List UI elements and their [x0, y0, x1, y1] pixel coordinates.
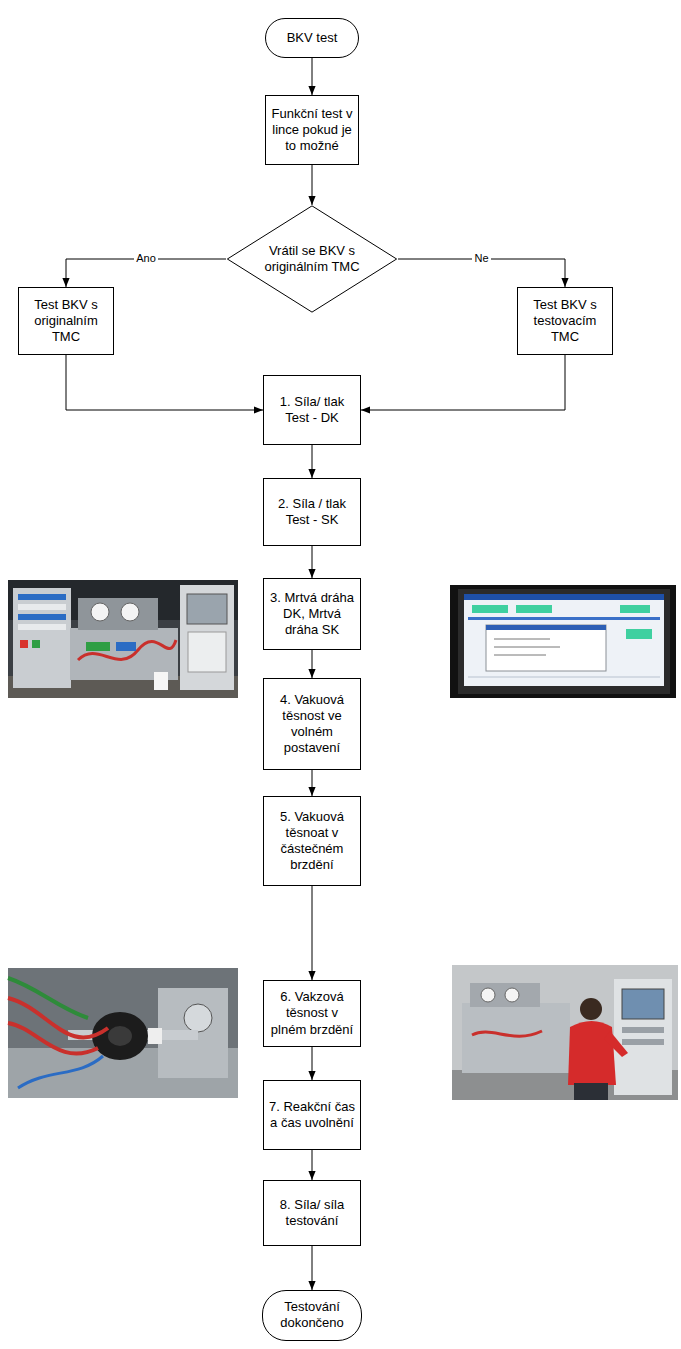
node-text: Funkční test v lince pokud je to možné	[271, 106, 353, 155]
process-box: 5. Vakuová těsnoat v částečném brzdění	[263, 796, 361, 886]
flow-arrow	[312, 770, 313, 796]
flow-arrow	[312, 1047, 313, 1080]
operator-photo	[452, 965, 678, 1100]
node-text: Vrátil se BKV s originálním TMC	[258, 243, 366, 276]
flow-arrow	[361, 355, 565, 410]
flow-arrow	[312, 546, 313, 578]
node-text: Test BKV s originalním TMC	[24, 297, 108, 346]
booster-fixture-photo	[8, 968, 238, 1098]
test-bench-photo	[8, 580, 238, 698]
process-box: Funkční test v lince pokud je to možné	[265, 95, 359, 165]
flow-arrow	[312, 445, 313, 478]
node-text: 2. Síla / tlak Test - SK	[269, 496, 355, 529]
node-text: 7. Reakční čas a čas uvolnění	[269, 1099, 355, 1132]
edge-label: Ano	[134, 252, 158, 265]
flow-arrow	[312, 1246, 313, 1290]
node-text: 3. Mrtvá dráha DK, Mrtvá dráha SK	[269, 590, 355, 639]
process-box: 8. Síla/ síla testování	[263, 1180, 361, 1246]
node-text: 4. Vakuová těsnost ve volném postavení	[269, 692, 355, 757]
process-box: 1. Síla/ tlak Test - DK	[263, 375, 361, 445]
flow-arrow	[312, 58, 313, 95]
edge-label: Ne	[472, 252, 490, 265]
node-text: Testování dokončeno	[269, 1299, 355, 1332]
flow-arrow	[312, 650, 313, 678]
node-text: 8. Síla/ síla testování	[269, 1197, 355, 1230]
process-box: Test BKV s testovacím TMC	[517, 287, 613, 355]
process-box: 7. Reakční čas a čas uvolnění	[263, 1080, 361, 1150]
node-text: 6. Vakzová těsnost v plném brzdění	[269, 989, 355, 1038]
flow-arrow	[312, 886, 313, 980]
node-text: 5. Vakuová těsnoat v částečném brzdění	[269, 809, 355, 874]
process-box: 6. Vakzová těsnost v plném brzdění	[263, 980, 361, 1047]
node-text: Test BKV s testovacím TMC	[523, 297, 607, 346]
start-terminator: BKV test	[265, 18, 359, 58]
software-screen-photo	[450, 585, 676, 698]
flow-arrow	[312, 165, 313, 205]
process-box: Test BKV s originalním TMC	[18, 287, 114, 355]
flow-arrow	[66, 355, 263, 410]
process-box: 3. Mrtvá dráha DK, Mrtvá dráha SK	[263, 578, 361, 650]
process-box: 2. Síla / tlak Test - SK	[263, 478, 361, 546]
node-text: BKV test	[271, 30, 353, 46]
process-box: 4. Vakuová těsnost ve volném postavení	[263, 678, 361, 770]
flow-arrow	[312, 1150, 313, 1180]
node-text: 1. Síla/ tlak Test - DK	[269, 394, 355, 427]
end-terminator: Testování dokončeno	[262, 1290, 362, 1341]
decision-diamond: Vrátil se BKV s originálním TMC	[226, 205, 398, 313]
